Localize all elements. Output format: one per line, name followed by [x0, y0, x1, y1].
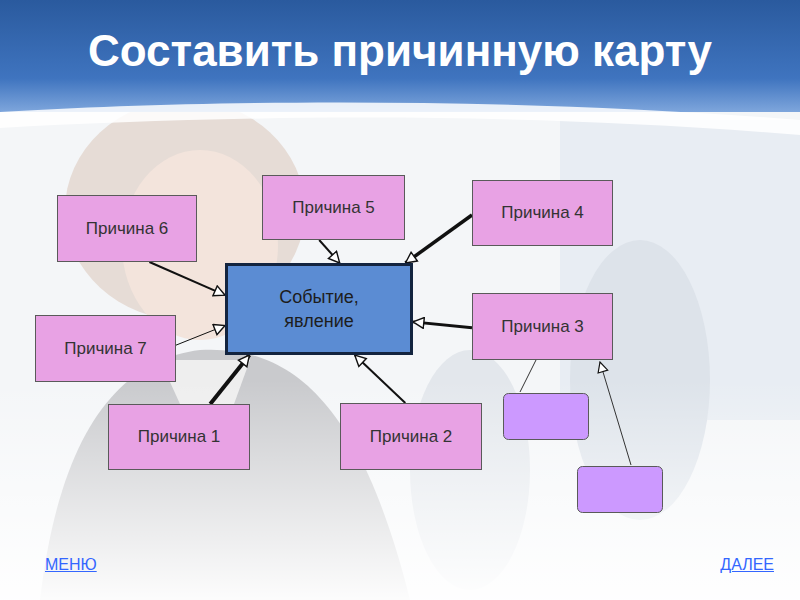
box-text: Причина 7 [64, 339, 147, 359]
text-stack: Причина 2 [370, 427, 453, 447]
box-text: Причина 4 [501, 203, 584, 223]
text-stack: Причина 4 [501, 203, 584, 223]
arrow-connector [355, 355, 406, 403]
arrow-connector [413, 322, 472, 328]
slide-title: Составить причинную карту [0, 26, 800, 76]
text-stack: Причина 7 [64, 339, 147, 359]
box-text: Причина 2 [370, 427, 453, 447]
cause-box: Причина 4 [472, 180, 613, 246]
arrow-connector [149, 262, 225, 295]
box-text: Причина 3 [501, 317, 584, 337]
nav-link: МЕНЮ [45, 556, 97, 574]
arrow-connector [176, 326, 225, 346]
box-text: Причина 6 [86, 219, 169, 239]
arrow-connector [319, 240, 339, 263]
cause-box: Причина 7 [35, 315, 176, 382]
cause-box: Причина 5 [262, 175, 405, 240]
cause-box: Причина 3 [472, 293, 613, 360]
cause-box: Причина 6 [57, 195, 197, 262]
cause-box: Причина 1 [108, 404, 250, 470]
box-text: Причина 1 [138, 427, 221, 447]
event-box: Событие, явление [225, 263, 413, 355]
cause-box: Причина 2 [340, 403, 482, 470]
box-text: Событие, явление [259, 285, 379, 334]
nav-link: ДАЛЕЕ [720, 556, 774, 574]
text-stack: Причина 5 [292, 198, 375, 218]
box-text: Причина 5 [292, 198, 375, 218]
text-stack: Причина 6 [86, 219, 169, 239]
text-stack: Причина 3 [501, 317, 584, 337]
text-stack: Событие, явление [259, 285, 379, 334]
arrow-connector [210, 355, 249, 404]
text-stack: Причина 1 [138, 427, 221, 447]
arrow-connector [405, 215, 472, 263]
